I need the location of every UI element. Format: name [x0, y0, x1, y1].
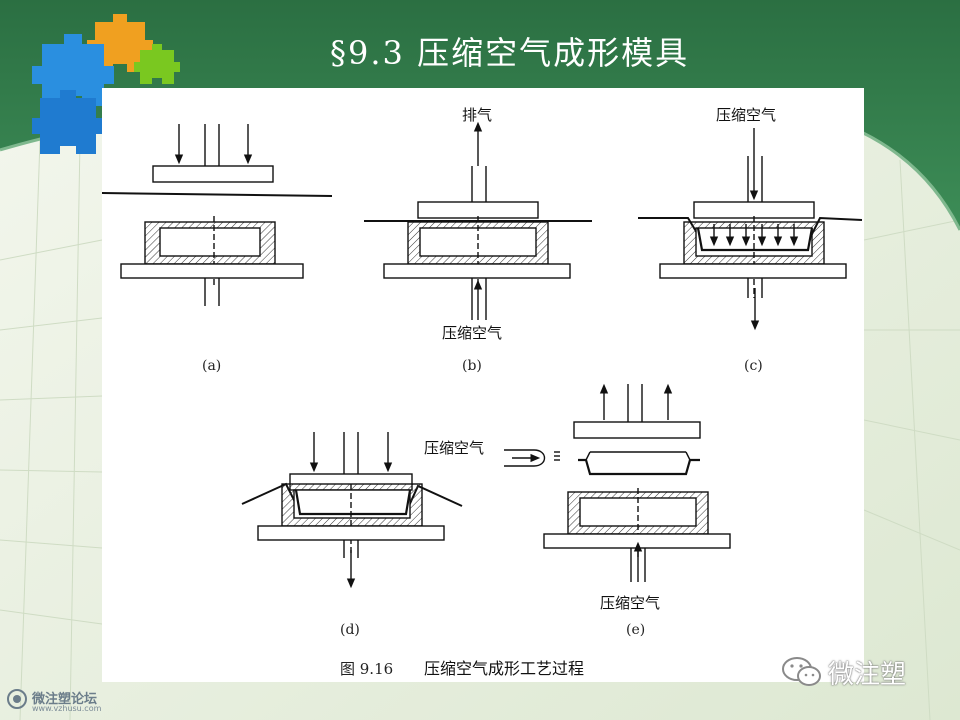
wechat-watermark: 微注塑 — [780, 652, 940, 692]
annotation-b-top: 排气 — [462, 106, 492, 124]
label-b: (b) — [462, 358, 482, 374]
subfigure-a — [102, 124, 333, 306]
annotation-c-top: 压缩空气 — [716, 106, 776, 124]
label-a: (a) — [202, 358, 221, 374]
forum-logo-icon — [7, 689, 27, 709]
wechat-icon — [782, 657, 821, 686]
caption-text: 压缩空气成形工艺过程 — [424, 659, 584, 678]
annotation-b-bottom: 压缩空气 — [442, 324, 502, 342]
label-e: (e) — [626, 622, 645, 638]
label-d: (d) — [340, 622, 360, 638]
forum-watermark: 微注塑论坛 www.vzhusu.com — [6, 686, 116, 716]
subfigure-c — [638, 128, 863, 331]
forum-watermark-url: www.vzhusu.com — [32, 704, 102, 713]
annotation-e-left: 压缩空气 — [424, 439, 484, 457]
subfigure-e — [504, 383, 731, 582]
subfigure-b — [364, 121, 592, 320]
figure-panel: (a) (b) (c) (d) (e) 排气 压缩空气 压缩空气 压缩空气 压缩… — [102, 88, 864, 682]
label-c: (c) — [744, 358, 763, 374]
wechat-watermark-text: 微注塑 — [828, 660, 907, 690]
forum-watermark-title: 微注塑论坛 — [32, 692, 98, 707]
annotation-e-bottom: 压缩空气 — [600, 594, 660, 612]
slide-title: §9.3 压缩空气成形模具 — [330, 34, 690, 72]
subfigure-d — [241, 432, 463, 589]
process-diagram: (a) (b) (c) (d) (e) 排气 压缩空气 压缩空气 压缩空气 压缩… — [102, 106, 863, 678]
puzzle-logo-icon — [32, 14, 180, 154]
caption-number: 图 9.16 — [340, 660, 393, 678]
